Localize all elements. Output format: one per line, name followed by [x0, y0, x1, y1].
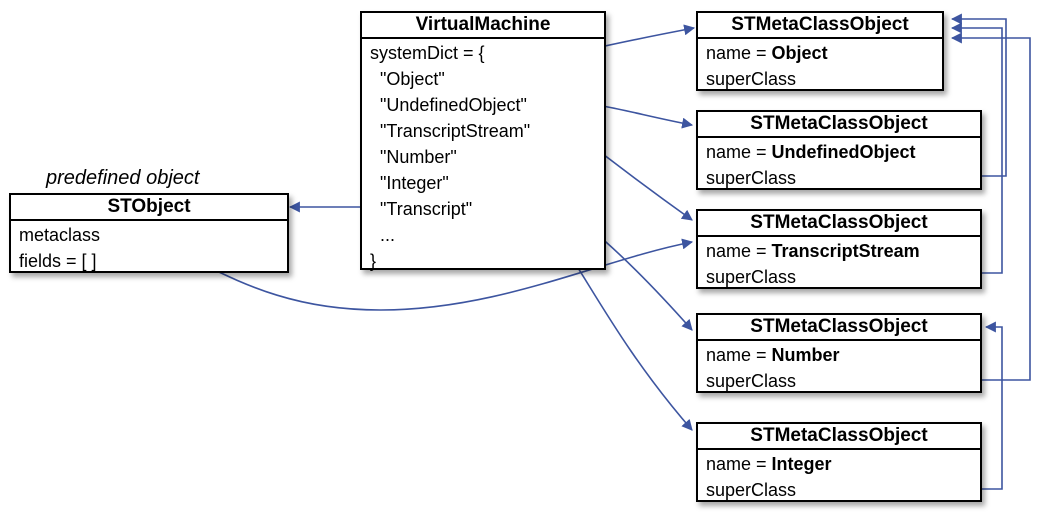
metaclass-superclass-field: superClass — [706, 69, 797, 89]
metaclass-box-transcriptstream: STMetaClassObject name = TranscriptStrea… — [696, 209, 982, 289]
dict-entry-ellipsis: ... — [380, 225, 396, 245]
metaclass-title: STMetaClassObject — [698, 112, 980, 138]
stobject-metaclass-field: metaclass — [19, 225, 101, 245]
dict-entry-undefinedobject: "UndefinedObject" — [380, 95, 527, 115]
metaclass-box-integer: STMetaClassObject name = Integer superCl… — [696, 422, 982, 502]
metaclass-title: STMetaClassObject — [698, 424, 980, 450]
dict-entry-number: "Number" — [380, 147, 457, 167]
virtualmachine-box: VirtualMachine systemDict = { "Object" "… — [360, 11, 606, 271]
systemdict-close: } — [370, 251, 377, 271]
metaclass-name-field: name = Object — [706, 43, 828, 63]
virtualmachine-title: VirtualMachine — [362, 13, 604, 39]
metaclass-name-field: name = Number — [706, 345, 840, 365]
metaclass-title: STMetaClassObject — [698, 211, 980, 237]
metaclass-box-number: STMetaClassObject name = Number superCla… — [696, 313, 982, 393]
metaclass-superclass-field: superClass — [706, 480, 797, 500]
metaclass-box-undefinedobject: STMetaClassObject name = UndefinedObject… — [696, 110, 982, 190]
dict-entry-integer: "Integer" — [380, 173, 449, 193]
metaclass-box-object: STMetaClassObject name = Object superCla… — [696, 11, 944, 91]
predefined-object-caption: predefined object — [46, 167, 200, 189]
stobject-box: STObject metaclass fields = [ ] — [9, 193, 289, 273]
metaclass-superclass-field: superClass — [706, 267, 797, 287]
metaclass-superclass-field: superClass — [706, 168, 797, 188]
metaclass-name-field: name = TranscriptStream — [706, 241, 920, 261]
stobject-title: STObject — [11, 195, 287, 221]
stobject-fields-field: fields = [ ] — [19, 251, 97, 271]
metaclass-title: STMetaClassObject — [698, 315, 980, 341]
dict-entry-transcriptstream: "TranscriptStream" — [380, 121, 531, 141]
metaclass-name-field: name = Integer — [706, 454, 832, 474]
dict-entry-transcript: "Transcript" — [380, 199, 473, 219]
metaclass-name-field: name = UndefinedObject — [706, 142, 916, 162]
metaclass-superclass-field: superClass — [706, 371, 797, 391]
dict-entry-object: "Object" — [380, 69, 445, 89]
metaclass-title: STMetaClassObject — [698, 13, 942, 39]
systemdict-open: systemDict = { — [370, 43, 485, 63]
